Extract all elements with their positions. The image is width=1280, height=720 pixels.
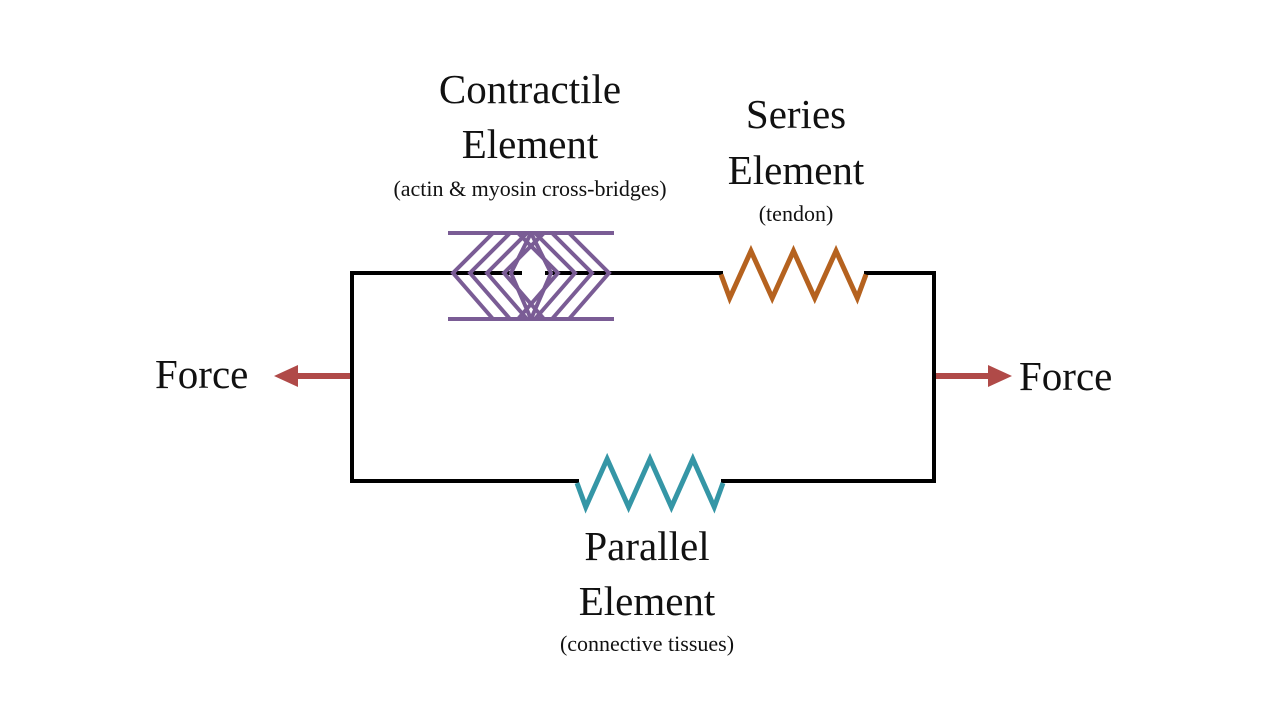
contractile-title-line2: Element <box>461 121 599 167</box>
cross-bridge-left-3 <box>484 231 529 321</box>
cross-bridge-left-2 <box>467 231 512 321</box>
series-title-line2: Element <box>727 147 865 193</box>
cross-bridge-left-1 <box>450 231 495 321</box>
cross-bridge-right-2 <box>533 231 578 321</box>
force-right-arrowhead <box>988 365 1012 387</box>
contractile-title-line1: Contractile <box>438 66 622 112</box>
series-spring-zigzag <box>718 244 869 305</box>
parallel-title-line2: Element <box>578 578 716 624</box>
parallel-spring-zigzag <box>574 452 726 514</box>
series-element-spring <box>718 244 869 305</box>
parallel-title-line1: Parallel <box>584 523 710 569</box>
circuit-wires <box>350 271 936 483</box>
force-left-arrowhead <box>274 365 298 387</box>
cross-bridge-center-right <box>529 232 554 320</box>
cross-bridge-right-1 <box>516 231 561 321</box>
series-title-line1: Series <box>745 91 847 137</box>
cross-bridge-right-3 <box>550 231 595 321</box>
force-right-label: Force <box>1019 353 1113 399</box>
contractile-element-symbol <box>448 231 614 321</box>
contractile-subtitle: (actin & myosin cross-bridges) <box>393 176 667 201</box>
force-arrows <box>274 365 1012 387</box>
series-subtitle: (tendon) <box>758 201 834 226</box>
parallel-subtitle: (connective tissues) <box>559 631 735 656</box>
cross-bridge-right-4 <box>567 231 612 321</box>
force-left-label: Force <box>155 351 249 397</box>
parallel-element-spring <box>574 452 726 514</box>
cross-bridge-center-left <box>508 232 533 320</box>
